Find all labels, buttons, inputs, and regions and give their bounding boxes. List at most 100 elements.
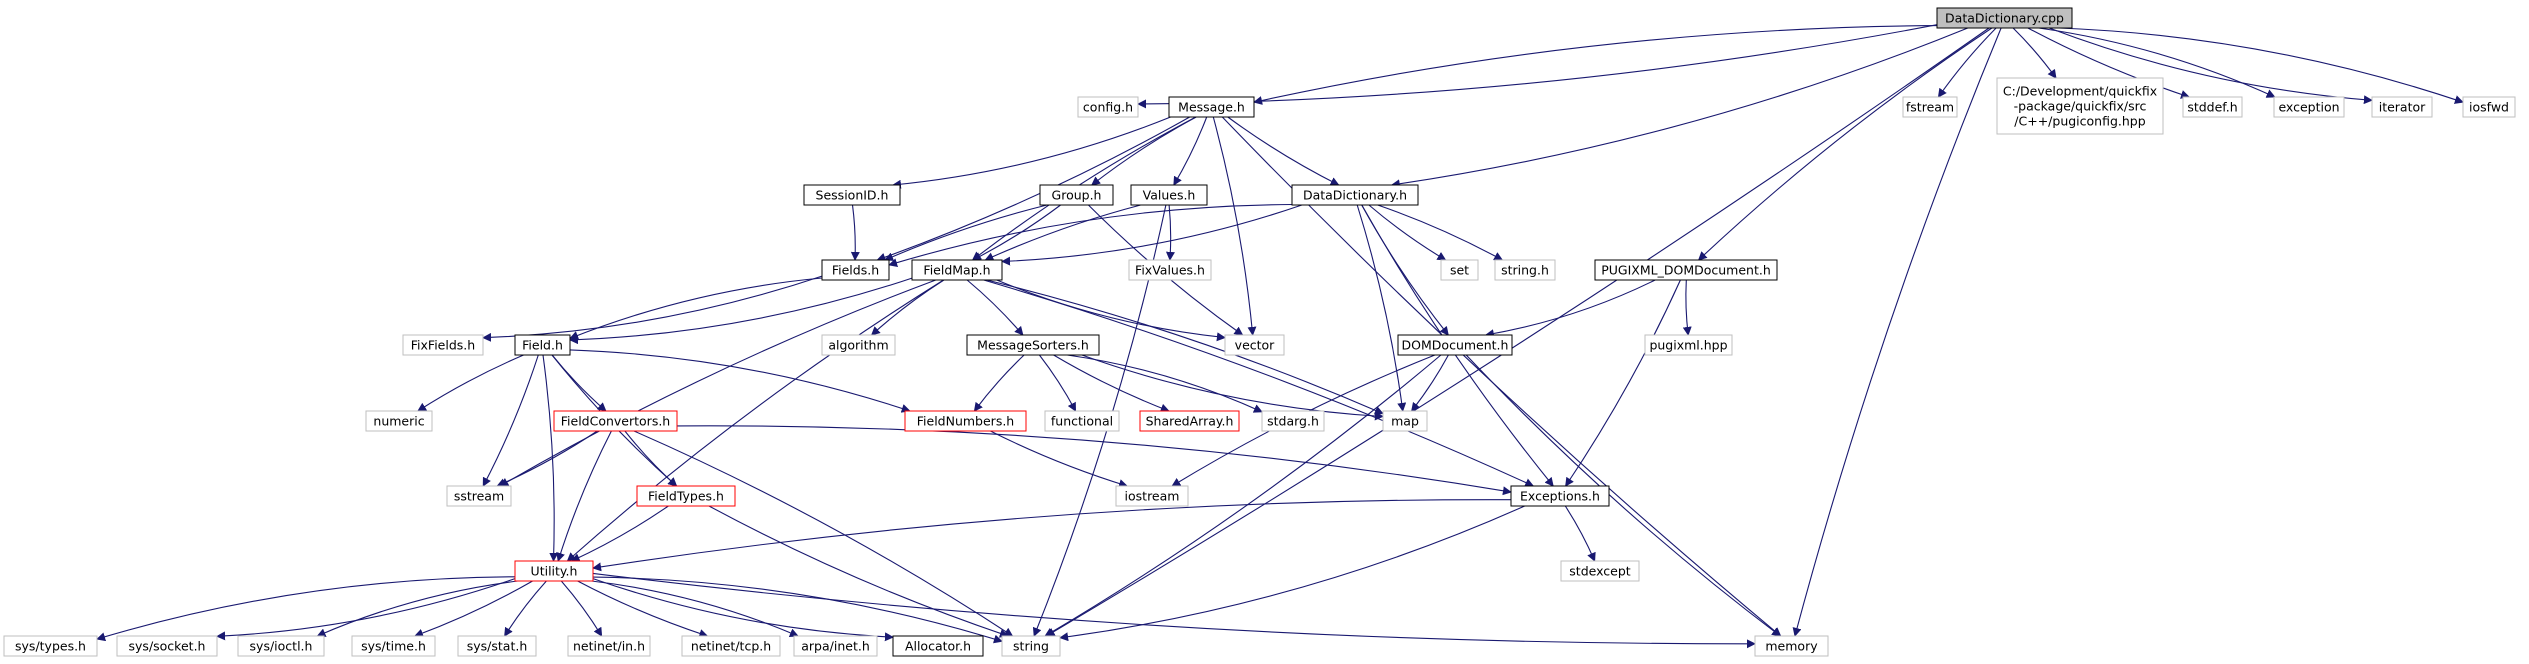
edge-field-to-fieldnumbers <box>569 349 911 413</box>
node-stringh: string.h <box>1494 259 1556 281</box>
node-string: string <box>1001 635 1061 657</box>
node-box-sharedarray <box>1139 410 1240 432</box>
node-label-config-0: config.h <box>1083 100 1133 115</box>
node-iosfwd: iosfwd <box>2462 96 2516 118</box>
edge-ddcpp-to-string <box>1045 27 1990 637</box>
node-values[interactable]: Values.h <box>1130 184 1208 206</box>
node-box-iterator <box>2371 96 2433 118</box>
edge-values-to-fieldmap <box>984 204 1141 261</box>
edge-ddcpp-to-message <box>1253 25 1938 105</box>
edge-fieldmap-to-map <box>986 279 1384 415</box>
node-box-field <box>514 334 571 356</box>
node-box-algorithm <box>821 334 896 356</box>
node-label-stdexcept-0: stdexcept <box>1569 564 1630 579</box>
node-box-allocator <box>892 635 984 657</box>
edge-ddcpp-to-pugiconfig <box>2012 27 2057 79</box>
node-box-netinetin <box>567 635 651 657</box>
edge-values-to-fixvalues <box>1165 204 1175 261</box>
edge-ddcpp-to-pugixmldom <box>1697 27 1993 261</box>
node-pugixmldom[interactable]: PUGIXML_DOMDocument.h <box>1594 259 1778 281</box>
node-fieldtypes[interactable]: FieldTypes.h <box>636 485 736 507</box>
node-label-field-0: Field.h <box>522 338 563 353</box>
edge-exceptions-to-utility <box>592 499 1512 572</box>
node-label-utility-0: Utility.h <box>531 564 578 579</box>
node-group[interactable]: Group.h <box>1039 184 1114 206</box>
edge-utility-to-sysioctl <box>316 580 518 637</box>
node-label-fieldtypes-0: FieldTypes.h <box>648 489 724 504</box>
node-fieldmap[interactable]: FieldMap.h <box>911 259 1003 281</box>
node-label-group-0: Group.h <box>1052 188 1102 203</box>
edge-fields-to-field <box>569 277 823 340</box>
edge-fieldmap-to-sstream <box>499 279 936 487</box>
node-box-stddef <box>2182 96 2243 118</box>
node-label-stddef-0: stddef.h <box>2187 100 2237 115</box>
node-domdoc[interactable]: DOMDocument.h <box>1397 334 1513 356</box>
node-label-syssocket-0: sys/socket.h <box>129 639 206 654</box>
node-box-exception <box>2273 96 2345 118</box>
node-ddcpp[interactable]: DataDictionary.cpp <box>1936 7 2073 29</box>
node-fields[interactable]: Fields.h <box>821 259 890 281</box>
node-label-exceptions-0: Exceptions.h <box>1520 489 1600 504</box>
edge-msgsorters-to-fieldnumbers <box>973 354 1025 412</box>
node-message[interactable]: Message.h <box>1168 96 1255 118</box>
node-box-sstream <box>446 485 512 507</box>
node-label-sysstat-0: sys/stat.h <box>467 639 528 654</box>
edge-ddcpp-to-iterator <box>2049 27 2373 105</box>
node-exception: exception <box>2273 96 2345 118</box>
node-box-fieldtypes <box>636 485 736 507</box>
node-netinettcp: netinet/tcp.h <box>681 635 781 657</box>
edge-sessionid-to-fields <box>850 204 860 261</box>
node-label-domdoc-0: DOMDocument.h <box>1402 338 1509 353</box>
node-exceptions[interactable]: Exceptions.h <box>1510 485 1610 507</box>
edge-fieldconv-to-exceptions <box>676 425 1512 496</box>
edge-datadict-to-stringh <box>1377 204 1504 261</box>
node-systypes: sys/types.h <box>3 635 98 657</box>
node-field[interactable]: Field.h <box>514 334 571 356</box>
node-label-netinetin-0: netinet/in.h <box>573 639 645 654</box>
node-box-utility <box>514 560 594 582</box>
node-label-map-0: map <box>1391 414 1419 429</box>
edge-domdoc-to-memory <box>1465 354 1782 637</box>
node-allocator[interactable]: Allocator.h <box>892 635 984 657</box>
node-fieldnumbers[interactable]: FieldNumbers.h <box>904 410 1027 432</box>
edge-fieldtypes-to-string <box>708 505 1009 638</box>
edge-utility-to-netinetin <box>560 580 603 637</box>
edge-fieldmap-to-vector <box>996 279 1226 342</box>
node-sharedarray[interactable]: SharedArray.h <box>1139 410 1240 432</box>
edge-exceptions-to-stdexcept <box>1564 505 1596 562</box>
node-algorithm: algorithm <box>821 334 896 356</box>
node-box-systime <box>351 635 436 657</box>
node-datadict[interactable]: DataDictionary.h <box>1291 184 1419 206</box>
node-box-pugiconfig <box>1996 77 2164 135</box>
node-fieldconv[interactable]: FieldConvertors.h <box>553 410 678 432</box>
edge-utility-to-arpainet <box>591 580 799 637</box>
edge-ddcpp-to-exception <box>2038 27 2276 98</box>
node-numeric: numeric <box>365 410 433 432</box>
node-label-functional-0: functional <box>1051 414 1113 429</box>
node-label-systime-0: sys/time.h <box>361 639 426 654</box>
node-box-fixfields <box>402 334 484 356</box>
node-msgsorters[interactable]: MessageSorters.h <box>966 334 1100 356</box>
edge-msgsorters-to-stdarg <box>1067 354 1263 413</box>
node-label-iterator-0: iterator <box>2379 100 2426 115</box>
node-label-fixvalues-0: FixValues.h <box>1135 263 1205 278</box>
node-box-vector <box>1224 334 1285 356</box>
node-stdexcept: stdexcept <box>1560 560 1640 582</box>
node-sessionid[interactable]: SessionID.h <box>803 184 901 206</box>
node-box-systypes <box>3 635 98 657</box>
node-utility[interactable]: Utility.h <box>514 560 594 582</box>
node-box-sysioctl <box>237 635 325 657</box>
node-label-pugiconfig-2: /C++/pugiconfig.hpp <box>2014 114 2145 129</box>
node-iterator: iterator <box>2371 96 2433 118</box>
edge-fieldmap-to-utility <box>566 279 944 562</box>
node-label-sysioctl-0: sys/ioctl.h <box>250 639 313 654</box>
edge-utility-to-memory <box>592 572 1756 649</box>
edge-ddcpp-to-datadict <box>1390 27 1969 189</box>
node-stddef: stddef.h <box>2182 96 2243 118</box>
node-box-stdexcept <box>1560 560 1640 582</box>
node-box-netinettcp <box>681 635 781 657</box>
edge-datadict-to-fields <box>888 203 1293 267</box>
edge-fieldnumbers-to-iostream <box>990 430 1128 488</box>
node-box-fields <box>821 259 890 281</box>
node-box-pugixmlhpp <box>1644 334 1733 356</box>
